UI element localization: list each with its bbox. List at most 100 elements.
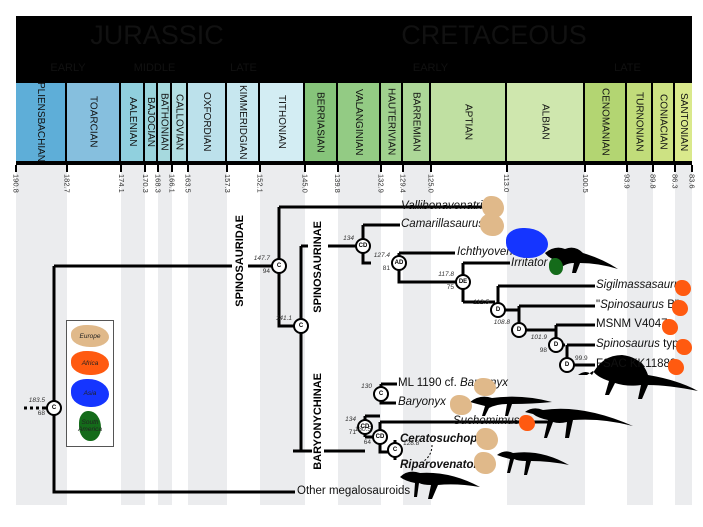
stage-label: AALENIAN — [126, 97, 138, 147]
node-age: 108.8 — [493, 319, 510, 326]
axis-tick — [187, 165, 190, 172]
stage-kimmeridgian: KIMMERIDGIAN — [227, 83, 261, 163]
taxon-camarillasaurus: Camarillasaurus — [401, 218, 485, 230]
axis-tick-label: 125.0 — [426, 174, 436, 193]
stage-label: KIMMERIDGIAN — [237, 84, 249, 160]
europe-map-icon — [450, 395, 472, 415]
taxon-spinosaurus-type: Spinosaurus type — [596, 338, 685, 350]
stage-albian: ALBIAN — [506, 83, 586, 163]
node-split141: C — [293, 318, 309, 334]
epoch-early-jurassic: EARLY — [18, 55, 120, 83]
asia-map-icon — [506, 228, 548, 258]
stage-label: ALBIAN — [539, 104, 551, 140]
stage-santonian: SANTONIAN — [674, 83, 692, 163]
legend-asia: Asia — [71, 379, 109, 407]
megalosauroid-silhouette-icon — [400, 471, 480, 499]
stage-label: HAUTERIVIAN — [385, 88, 397, 156]
branch-cd134 — [361, 225, 370, 265]
africa-map-icon — [668, 359, 684, 375]
period-jurassic: JURASSIC — [18, 18, 298, 55]
node-support: 98 — [539, 347, 547, 354]
stage-label: BATHONIAN — [158, 93, 170, 151]
node-baryonychinae: CD — [357, 419, 373, 435]
axis-tick — [336, 165, 339, 172]
stage-label: CENOMANIAN — [599, 88, 611, 156]
stage-label: TOARCIAN — [87, 96, 99, 148]
epoch-label: EARLY — [50, 62, 86, 74]
geologic-timescale: JURASSIC CRETACEOUS EARLY MIDDLE LATE EA… — [16, 16, 692, 165]
axis-tick — [505, 165, 508, 172]
node-c130: C — [373, 386, 389, 402]
axis-tick — [144, 165, 147, 172]
node-age: 117.8 — [438, 271, 454, 278]
axis-tick — [673, 165, 676, 172]
axis-tick — [691, 165, 693, 172]
silhouettes — [400, 247, 698, 499]
taxon-vallibonavenatrix: Vallibonavenatrix — [401, 200, 489, 212]
stage-pliensbachian: PLIENSBACHIAN — [16, 82, 68, 163]
time-band — [403, 165, 431, 505]
taxon-fsac-kk11888: FSAC KK11888 — [596, 358, 677, 370]
axis-tick-label: 113.0 — [502, 174, 512, 193]
time-band — [157, 165, 172, 505]
axis-tick-label: 132.9 — [376, 174, 386, 193]
axis-tick — [226, 165, 229, 172]
time-band — [121, 165, 146, 505]
epoch-late-jurassic: LATE — [191, 55, 298, 83]
taxon-spinosaurus-b: "Spinosaurus B" — [596, 299, 679, 311]
node-root: C — [46, 400, 62, 416]
axis-tick-label: 100.5 — [580, 174, 590, 193]
axis-tick-label: 170.3 — [140, 174, 150, 193]
stage-label: BAJOCIAN — [145, 96, 157, 147]
node-age: 141.1 — [275, 315, 292, 322]
node-d1: D — [490, 302, 506, 318]
stage-aptian: APTIAN — [430, 83, 507, 163]
axis-tick — [15, 165, 17, 172]
axis-tick-label: 174.1 — [116, 174, 126, 193]
stage-bajocian: BAJOCIAN — [145, 83, 158, 163]
africa-map-icon — [675, 280, 691, 296]
europe-map-icon — [474, 378, 496, 396]
fsac-pointer — [610, 359, 626, 381]
node-spinosauridae: C — [271, 258, 287, 274]
time-band — [188, 165, 228, 505]
node-support: 81 — [382, 265, 390, 272]
axis-tick — [259, 165, 262, 172]
europe-map-icon — [476, 428, 498, 450]
text: ML 1190 cf. — [398, 377, 461, 389]
taxon-sigilmassasaurus: Sigilmassasaurus — [596, 279, 687, 291]
legend-europe: Europe — [71, 325, 109, 347]
axis-tick-label: 83.6 — [687, 174, 697, 189]
stage-berriasian: BERRIASIAN — [304, 83, 338, 163]
stage-label: VALANGINIAN — [352, 88, 364, 156]
baryonyx-silhouette-icon — [470, 396, 552, 416]
epoch-early-cretaceous: EARLY — [298, 55, 565, 83]
africa-map-icon — [519, 415, 535, 431]
time-band — [260, 165, 305, 505]
clade-label-spinosaurinae: SPINOSAURINAE — [312, 218, 324, 316]
node-age: 127.4 — [373, 252, 390, 259]
axis-tick-label: 86.3 — [670, 174, 680, 189]
axis-tick — [626, 165, 629, 172]
clade-label-spinosauridae: SPINOSAURIDAE — [234, 212, 246, 310]
branch-141 — [293, 246, 303, 453]
stage-label: OXFORDIAN — [201, 92, 213, 152]
axis-tick — [402, 165, 405, 172]
epoch-label: MIDDLE — [133, 62, 176, 74]
stage-turnonian: TURNONIAN — [627, 83, 653, 163]
axis-tick-label: 89.8 — [648, 174, 658, 189]
node-age: 130 — [361, 383, 372, 390]
axis-tick — [66, 165, 69, 172]
taxon-riparovenator: Riparovenator — [400, 459, 478, 471]
axis-tick-label: 93.9 — [622, 174, 632, 189]
stage-label: TURNONIAN — [633, 92, 645, 152]
taxon-suchomimus: Suchomimus — [453, 415, 520, 427]
node-support: 71 — [348, 429, 356, 436]
node-age: 147.7 — [253, 255, 270, 262]
stage-valanginian: VALANGINIAN — [337, 83, 382, 163]
axis-tick — [584, 165, 587, 172]
stage-coniacian: CONIACIAN — [652, 83, 675, 163]
node-support: 64 — [363, 439, 371, 446]
node-age: 134 — [345, 416, 356, 423]
node-support: 99.9 — [575, 355, 588, 362]
